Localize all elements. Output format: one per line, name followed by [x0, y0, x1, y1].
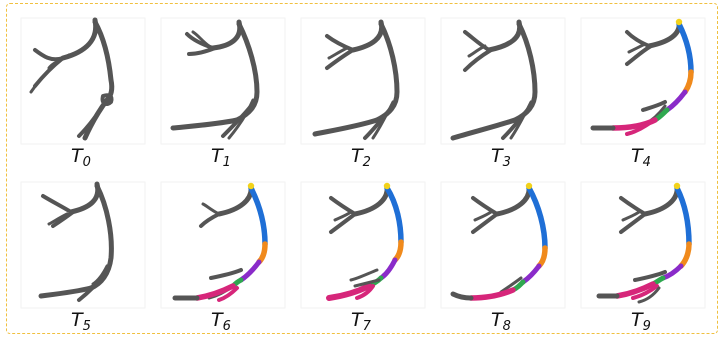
panel-t7: T7 — [293, 174, 429, 336]
panel-label-t9: T9 — [573, 310, 709, 337]
vessel-tree-t4 — [573, 10, 709, 150]
panel-t0: T0 — [13, 10, 149, 172]
vessel-tree-t0 — [13, 10, 149, 150]
dashed-frame: T0 T1 — [6, 3, 718, 334]
panel-t8: T8 — [433, 174, 569, 336]
panel-t4: T4 — [573, 10, 709, 172]
vessel-tree-t2 — [293, 10, 429, 150]
panel-label-t6: T6 — [153, 310, 289, 337]
vessel-tree-t1 — [153, 10, 289, 150]
panel-label-t5: T5 — [13, 310, 149, 337]
panel-t1: T1 — [153, 10, 289, 172]
vessel-tree-t9 — [573, 174, 709, 314]
panel-t3: T3 — [433, 10, 569, 172]
panel-t2: T2 — [293, 10, 429, 172]
panel-label-t1: T1 — [153, 146, 289, 173]
panel-label-t4: T4 — [573, 146, 709, 173]
panel-label-t3: T3 — [433, 146, 569, 173]
vessel-tree-t3 — [433, 10, 569, 150]
vessel-tree-t5 — [13, 174, 149, 314]
panel-t6: T6 — [153, 174, 289, 336]
panel-t9: T9 — [573, 174, 709, 336]
panel-label-t8: T8 — [433, 310, 569, 337]
vessel-tree-t6 — [153, 174, 289, 314]
panel-t5: T5 — [13, 174, 149, 336]
panel-label-t2: T2 — [293, 146, 429, 173]
vessel-tree-t8 — [433, 174, 569, 314]
panel-label-t0: T0 — [13, 146, 149, 173]
panel-label-t7: T7 — [293, 310, 429, 337]
vessel-tree-t7 — [293, 174, 429, 314]
